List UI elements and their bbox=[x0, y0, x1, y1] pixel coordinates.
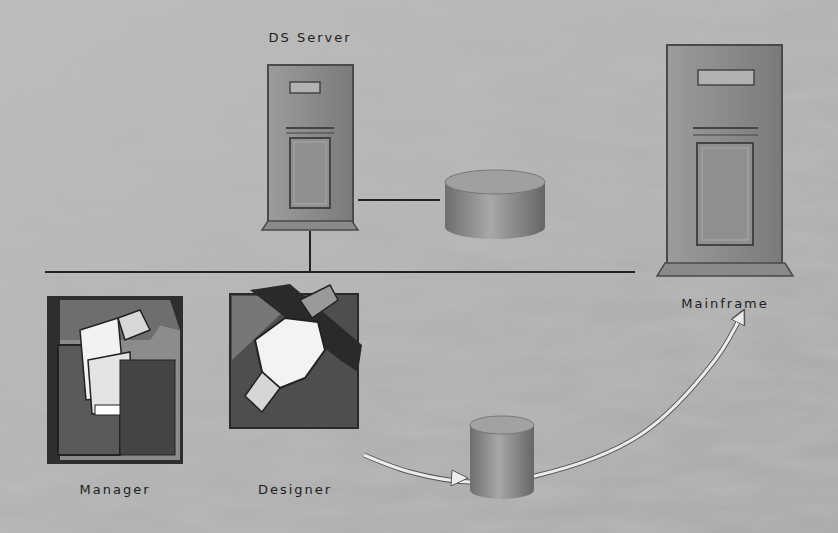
node-label: Mainframe bbox=[679, 296, 771, 312]
database-cylinder bbox=[445, 170, 545, 239]
arrow-head bbox=[451, 470, 468, 486]
server-tower bbox=[262, 65, 358, 230]
flow-arrow-group bbox=[364, 312, 743, 482]
node-label: Designer bbox=[256, 482, 334, 498]
node-label: DS Server bbox=[266, 30, 353, 46]
mainframe-tower bbox=[657, 45, 793, 276]
database-cylinder bbox=[470, 416, 534, 499]
server-node: DS Server bbox=[255, 30, 365, 232]
mainframe-node: Mainframe bbox=[655, 40, 795, 312]
arrow-outline bbox=[364, 312, 743, 482]
node-label: Manager bbox=[78, 482, 153, 498]
flow-arrow bbox=[364, 312, 743, 482]
manager-node: Manager bbox=[42, 292, 188, 498]
designer-icon bbox=[230, 284, 362, 428]
designer-node: Designer bbox=[226, 290, 364, 498]
manager-icon bbox=[47, 296, 183, 464]
